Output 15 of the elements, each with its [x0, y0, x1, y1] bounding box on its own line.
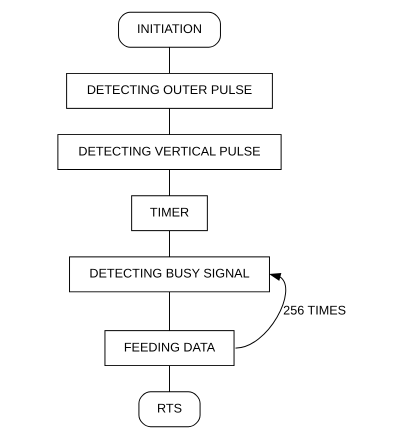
node-box: INITIATION: [118, 12, 220, 48]
node-box: DETECTING VERTICAL PULSE: [56, 134, 282, 170]
connector: [168, 47, 170, 74]
connector: [168, 108, 170, 135]
node-box: DETECTING BUSY SIGNAL: [68, 256, 270, 292]
connector: [168, 291, 170, 332]
connector: [168, 230, 170, 258]
edge-label: 256 TIMES: [282, 304, 346, 318]
node-box: FEEDING DATA: [104, 330, 234, 366]
connector: [168, 169, 170, 196]
node-box: TIMER: [130, 195, 208, 232]
connector: [168, 365, 170, 392]
arrow: [234, 272, 286, 349]
node-box: DETECTING OUTER PULSE: [66, 72, 272, 109]
node-box: RTS: [138, 391, 200, 428]
